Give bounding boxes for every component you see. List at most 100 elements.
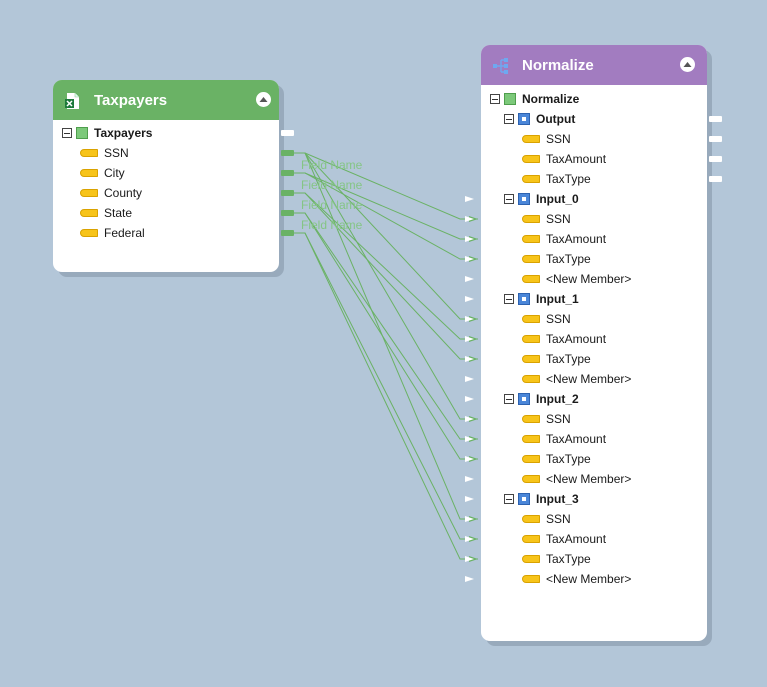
field-icon bbox=[522, 275, 540, 283]
connection-line[interactable] bbox=[294, 232, 478, 560]
output-field-row[interactable]: TaxType bbox=[522, 169, 591, 189]
normalize-node-header[interactable]: Normalize bbox=[481, 45, 707, 85]
source-field-row[interactable]: SSN bbox=[80, 143, 129, 163]
input-port[interactable] bbox=[465, 476, 474, 482]
input-port[interactable] bbox=[465, 496, 474, 502]
field-output-port[interactable] bbox=[281, 190, 294, 196]
collapse-tree-icon[interactable] bbox=[504, 114, 514, 124]
input-group-row[interactable]: Input_1 bbox=[504, 289, 579, 309]
input-field-row[interactable]: TaxType bbox=[522, 449, 591, 469]
root-label: Normalize bbox=[522, 92, 580, 106]
input-port[interactable] bbox=[465, 516, 474, 522]
input-group-row[interactable]: Input_2 bbox=[504, 389, 579, 409]
connection-line[interactable] bbox=[294, 172, 478, 260]
field-icon bbox=[522, 235, 540, 243]
tree-root-row[interactable]: Taxpayers bbox=[62, 123, 152, 143]
input-port[interactable] bbox=[465, 196, 474, 202]
collapse-tree-icon[interactable] bbox=[504, 194, 514, 204]
input-field-row[interactable]: TaxAmount bbox=[522, 429, 606, 449]
field-icon bbox=[522, 575, 540, 583]
output-field-row[interactable]: SSN bbox=[522, 129, 571, 149]
chevron-up-icon bbox=[259, 97, 268, 102]
output-field-row[interactable]: TaxAmount bbox=[522, 149, 606, 169]
input-field-row[interactable]: <New Member> bbox=[522, 469, 631, 489]
field-label: SSN bbox=[546, 512, 571, 526]
input-field-row[interactable]: <New Member> bbox=[522, 369, 631, 389]
field-output-port[interactable] bbox=[281, 230, 294, 236]
input-field-row[interactable]: SSN bbox=[522, 309, 571, 329]
collapse-button[interactable] bbox=[680, 57, 695, 72]
tree-root-row[interactable]: Normalize bbox=[490, 89, 579, 109]
connection-line[interactable] bbox=[294, 152, 478, 320]
collapse-tree-icon[interactable] bbox=[490, 94, 500, 104]
input-port[interactable] bbox=[465, 216, 474, 222]
source-field-row[interactable]: City bbox=[80, 163, 125, 183]
input-group-row[interactable]: Input_0 bbox=[504, 189, 579, 209]
input-port[interactable] bbox=[465, 276, 474, 282]
group-label: Input_3 bbox=[536, 492, 579, 506]
output-port[interactable] bbox=[709, 176, 722, 182]
input-port[interactable] bbox=[465, 436, 474, 442]
connection-line[interactable] bbox=[294, 172, 478, 240]
field-output-port[interactable] bbox=[281, 150, 294, 156]
field-icon bbox=[522, 415, 540, 423]
field-label: TaxAmount bbox=[546, 432, 607, 446]
source-field-row[interactable]: County bbox=[80, 183, 142, 203]
field-output-port[interactable] bbox=[281, 210, 294, 216]
field-icon bbox=[522, 175, 540, 183]
collapse-tree-icon[interactable] bbox=[504, 394, 514, 404]
input-port[interactable] bbox=[465, 356, 474, 362]
input-field-row[interactable]: TaxAmount bbox=[522, 229, 606, 249]
input-port[interactable] bbox=[465, 256, 474, 262]
taxpayers-node-header[interactable]: Taxpayers bbox=[53, 80, 279, 120]
output-port[interactable] bbox=[709, 136, 722, 142]
output-port[interactable] bbox=[709, 156, 722, 162]
field-label: TaxAmount bbox=[546, 532, 607, 546]
field-output-port[interactable] bbox=[281, 170, 294, 176]
input-group-row[interactable]: Input_3 bbox=[504, 489, 579, 509]
input-port[interactable] bbox=[465, 456, 474, 462]
input-port[interactable] bbox=[465, 556, 474, 562]
input-port[interactable] bbox=[465, 416, 474, 422]
field-icon bbox=[522, 215, 540, 223]
field-label: TaxType bbox=[546, 172, 591, 186]
input-port[interactable] bbox=[465, 336, 474, 342]
input-port[interactable] bbox=[465, 376, 474, 382]
output-group-row[interactable]: Output bbox=[504, 109, 575, 129]
field-label: TaxType bbox=[546, 552, 591, 566]
input-field-row[interactable]: TaxAmount bbox=[522, 529, 606, 549]
input-port[interactable] bbox=[465, 576, 474, 582]
source-field-row[interactable]: Federal bbox=[80, 223, 145, 243]
output-port[interactable] bbox=[709, 116, 722, 122]
collapse-tree-icon[interactable] bbox=[504, 494, 514, 504]
input-field-row[interactable]: TaxType bbox=[522, 349, 591, 369]
field-icon bbox=[522, 155, 540, 163]
connection-line[interactable] bbox=[294, 212, 478, 440]
source-field-row[interactable]: State bbox=[80, 203, 132, 223]
collapse-tree-icon[interactable] bbox=[62, 128, 72, 138]
input-field-row[interactable]: <New Member> bbox=[522, 569, 631, 589]
input-port[interactable] bbox=[465, 236, 474, 242]
input-port[interactable] bbox=[465, 536, 474, 542]
input-port[interactable] bbox=[465, 396, 474, 402]
input-field-row[interactable]: TaxAmount bbox=[522, 329, 606, 349]
input-field-row[interactable]: SSN bbox=[522, 409, 571, 429]
field-label: State bbox=[104, 206, 133, 220]
input-field-row[interactable]: SSN bbox=[522, 209, 571, 229]
input-port[interactable] bbox=[465, 316, 474, 322]
input-field-row[interactable]: TaxType bbox=[522, 549, 591, 569]
input-field-row[interactable]: <New Member> bbox=[522, 269, 631, 289]
collapse-button[interactable] bbox=[256, 92, 271, 107]
group-icon bbox=[518, 293, 530, 305]
field-label: SSN bbox=[546, 212, 571, 226]
collapse-tree-icon[interactable] bbox=[504, 294, 514, 304]
connection-line[interactable] bbox=[294, 212, 478, 460]
input-field-row[interactable]: SSN bbox=[522, 509, 571, 529]
input-field-row[interactable]: TaxType bbox=[522, 249, 591, 269]
connection-line[interactable] bbox=[294, 232, 478, 540]
root-output-port[interactable] bbox=[281, 130, 294, 136]
field-icon bbox=[522, 335, 540, 343]
input-port[interactable] bbox=[465, 296, 474, 302]
